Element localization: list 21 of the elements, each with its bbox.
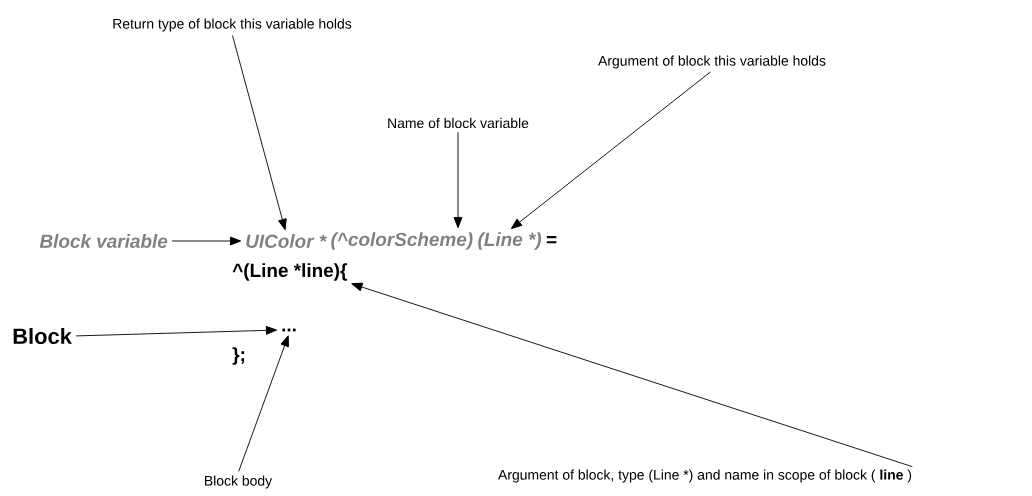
annotation-text: Argument of block this variable holds	[598, 55, 826, 69]
leader-arrow	[510, 71, 711, 229]
leader-arrow	[453, 131, 463, 229]
annotation-text: Block	[13, 327, 72, 345]
annotation-text: Return type of block this variable holds	[113, 18, 352, 32]
annotation-text: Block variable	[39, 234, 168, 248]
leader-arrow	[75, 325, 278, 337]
annotation-text: Name of block variable	[388, 117, 529, 129]
leader-arrow	[351, 282, 913, 468]
leader-arrow	[232, 35, 287, 231]
code-text: ...	[282, 328, 296, 332]
annotation-text: Block body	[205, 475, 273, 489]
code-text: };	[232, 347, 245, 365]
code-text: UIColor *	[246, 234, 327, 248]
leader-arrow	[171, 236, 242, 246]
code-text: ^(Line *line){	[232, 263, 347, 281]
code-text: (Line *)	[478, 232, 542, 250]
code-text: =	[546, 236, 557, 244]
annotation-text: Argument of block, type (Line *) and name in scope of block ( line )	[498, 469, 912, 483]
code-text: (^colorScheme)	[331, 232, 473, 250]
leader-arrow	[238, 335, 289, 472]
